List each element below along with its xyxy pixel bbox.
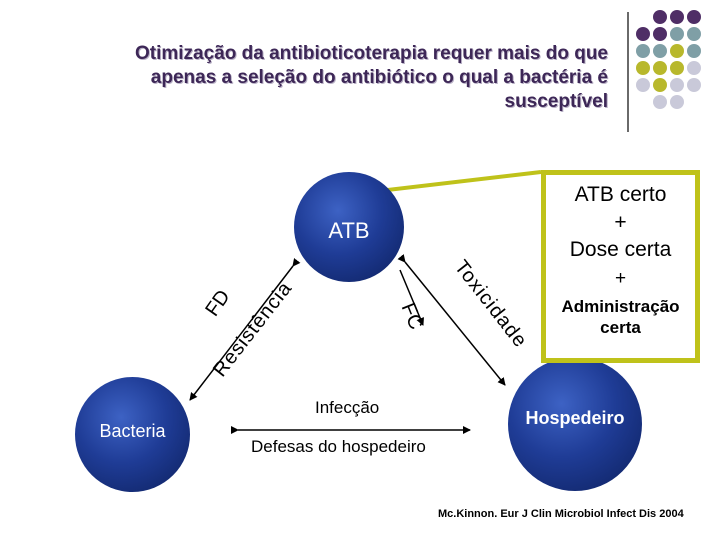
decorative-dot (670, 27, 684, 41)
citation: Mc.Kinnon. Eur J Clin Microbiol Infect D… (438, 508, 684, 520)
decorative-dot (687, 78, 701, 92)
decorative-dot (636, 61, 650, 75)
box-line-dose: Dose certa (569, 238, 672, 261)
bacteria-label: Bacteria (99, 421, 166, 441)
decorative-dot (670, 95, 684, 109)
decorative-dot (687, 44, 701, 58)
decorative-dot (670, 61, 684, 75)
slide-title: Otimização da antibioticoterapia requer … (40, 42, 608, 114)
box-plus-1: + (614, 211, 627, 234)
decorative-dot (653, 27, 667, 41)
decorative-dot (636, 27, 650, 41)
box-line-atb: ATB certo (574, 183, 667, 206)
host-defenses-label: Defesas do hospedeiro (251, 437, 426, 456)
atb-label: ATB (328, 218, 370, 243)
title-line-1: Otimização da antibioticoterapia requer … (135, 43, 608, 64)
bacteria-node (75, 377, 190, 492)
host-label: Hospedeiro (525, 408, 625, 428)
decorative-dot (670, 78, 684, 92)
box-line-certa: certa (600, 318, 641, 337)
atb-host-arrow (397, 254, 506, 386)
decorative-dot (653, 61, 667, 75)
decorative-dot (636, 78, 650, 92)
requirements-box: ATB certo + Dose certa + Administração c… (541, 170, 700, 363)
atb-bacteria-arrow (189, 258, 301, 401)
decorative-divider (627, 12, 629, 132)
box-plus-2: + (614, 268, 627, 289)
decorative-dot (653, 78, 667, 92)
decorative-dot (687, 10, 701, 24)
title-line-3: susceptível (504, 91, 609, 112)
infection-label: Infecção (315, 398, 380, 417)
decorative-dot (636, 44, 650, 58)
decorative-dot (670, 10, 684, 24)
decorative-dot (670, 44, 684, 58)
decorative-dot (653, 10, 667, 24)
decorative-dot (687, 27, 701, 41)
decorative-dot (653, 44, 667, 58)
atb-node (294, 172, 404, 282)
decorative-dot (653, 95, 667, 109)
atb-box-connector (369, 170, 542, 194)
title-line-2: apenas a seleção do antibiótico o qual a… (150, 67, 608, 88)
decorative-dot (687, 61, 701, 75)
host-node (508, 357, 642, 491)
box-line-admin: Administração (561, 297, 680, 316)
